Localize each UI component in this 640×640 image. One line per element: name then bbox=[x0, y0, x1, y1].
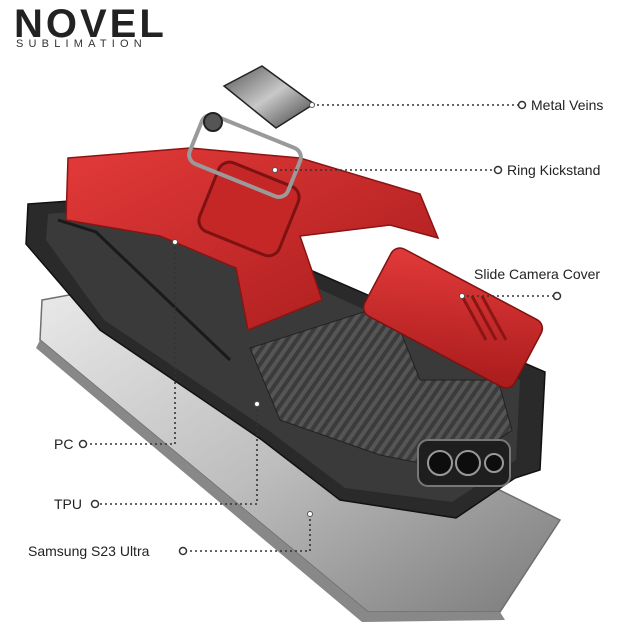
leader-tpu bbox=[98, 404, 258, 505]
label-phone-model: Samsung S23 Ultra bbox=[28, 543, 150, 559]
marker-metal-veins-end bbox=[517, 100, 527, 110]
ring-hinge bbox=[203, 112, 223, 132]
label-ring-kickstand: Ring Kickstand bbox=[507, 162, 601, 178]
marker-pc-end bbox=[78, 439, 88, 449]
marker-ring-end bbox=[493, 165, 503, 175]
camera-lens-3 bbox=[484, 453, 504, 473]
ring-kickstand-frame bbox=[187, 113, 303, 199]
label-metal-veins: Metal Veins bbox=[531, 97, 604, 113]
label-slide-camera-cover: Slide Camera Cover bbox=[474, 266, 601, 282]
brand-name: NOVEL bbox=[14, 2, 167, 46]
leader-phone bbox=[186, 514, 311, 552]
marker-pc bbox=[172, 239, 178, 245]
marker-tpu bbox=[254, 401, 260, 407]
label-tpu: TPU bbox=[54, 496, 82, 512]
label-pc: PC bbox=[54, 436, 74, 452]
marker-metal-veins bbox=[309, 102, 315, 108]
camera-lens-1 bbox=[427, 450, 453, 476]
leader-pc bbox=[86, 242, 176, 445]
brand-subtitle: SUBLIMATION bbox=[16, 38, 147, 50]
slide-grip-lines bbox=[460, 295, 508, 341]
marker-ring bbox=[272, 167, 278, 173]
marker-phone-end bbox=[178, 546, 188, 556]
marker-tpu-end bbox=[90, 499, 100, 509]
case-slot-line bbox=[57, 218, 232, 362]
marker-phone bbox=[307, 511, 313, 517]
marker-slide bbox=[459, 293, 465, 299]
marker-slide-end bbox=[552, 291, 562, 301]
ring-kickstand-base bbox=[197, 160, 301, 258]
brand-logo: NOVEL SUBLIMATION bbox=[14, 2, 184, 50]
metal-veins-plate bbox=[222, 65, 316, 129]
slide-camera-cover bbox=[362, 247, 544, 389]
camera-lens-2 bbox=[455, 450, 481, 476]
